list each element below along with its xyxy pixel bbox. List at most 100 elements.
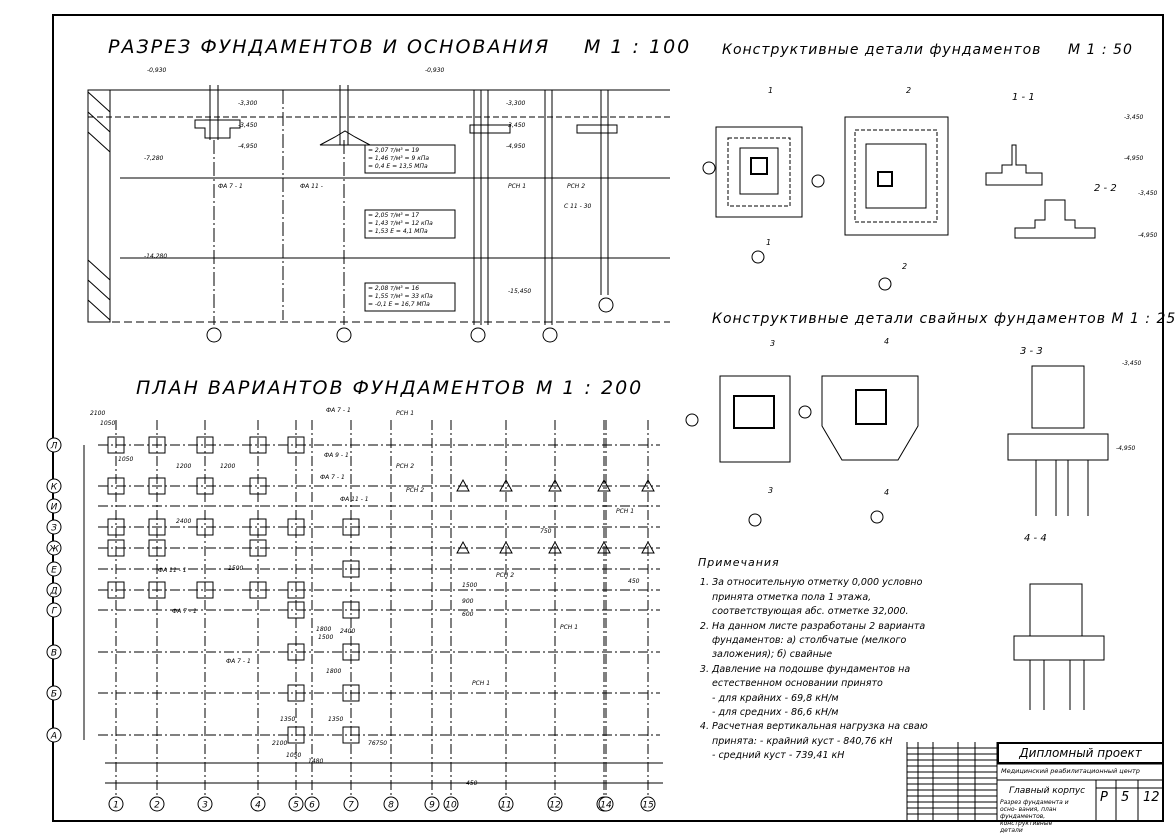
section-drawing (87, 85, 670, 343)
plan-dim-5: 1200 (220, 463, 236, 470)
col-axis-marker: 10 (443, 796, 459, 812)
note-item: Расчетная вертикальная нагрузка на сваю … (712, 720, 968, 763)
plan-dim-8: 1500 (318, 634, 334, 641)
section-elev-2: -0,930 (425, 67, 445, 74)
plan-dim-1: 2100 (90, 410, 106, 417)
section-elev-3: -3,300 (238, 100, 258, 107)
note-1-line-1: За относительную отметку 0,000 условно (712, 577, 923, 589)
plan-mark-10: РСН 2 (406, 487, 425, 494)
svg-text:З: З (51, 524, 57, 534)
plan-dim-2: 1050 (100, 420, 116, 427)
section-elev-1: -0,930 (147, 67, 167, 74)
note-item: За относительную отметку 0,000 условно п… (712, 576, 968, 619)
sheets-total: 12 (1143, 790, 1160, 805)
notes-block: Примечания За относительную отметку 0,00… (698, 556, 968, 764)
plan-dim-21: 1480 (308, 758, 324, 765)
sheet-number: 5 (1121, 790, 1130, 805)
svg-text:6: 6 (309, 801, 315, 811)
svg-text:14: 14 (600, 801, 612, 811)
stage-value: Р (1100, 790, 1108, 805)
svg-text:10: 10 (445, 801, 457, 811)
cut-3-bottom: 3 (768, 486, 774, 495)
note-4-line-2: принята: - крайний куст - 840,76 кН (712, 735, 893, 747)
soil-3-line-1: = 2,08 т/м³ = 16 (368, 285, 420, 292)
soil-2-line-3: = 1,53 E = 4,1 МПа (368, 228, 428, 235)
col-axis-marker: 3 (197, 796, 213, 812)
svg-text:Г: Г (51, 607, 57, 617)
plan-dim-20: 1500 (462, 582, 478, 589)
svg-text:Е: Е (51, 566, 57, 576)
svg-text:1: 1 (113, 801, 119, 811)
cut-4-top: 4 (884, 337, 890, 346)
soil-2-line-1: = 2,05 т/м³ = 17 (368, 212, 420, 219)
project-title: Дипломный проект (997, 742, 1164, 764)
detail-elev-6: -4,950 (1116, 445, 1136, 452)
svg-text:12: 12 (549, 801, 561, 811)
col-axis-marker: 12 (547, 796, 563, 812)
row-axis-marker: З (46, 519, 62, 535)
svg-text:7: 7 (348, 801, 354, 811)
svg-text:Д: Д (49, 587, 57, 597)
plan-dim-17: 900 (462, 598, 474, 605)
note-item: На данном листе разработаны 2 варианта ф… (712, 620, 968, 663)
section-mark-3: РСН 1 (508, 183, 527, 190)
svg-text:А: А (50, 732, 57, 742)
svg-text:Ж: Ж (48, 545, 59, 555)
plan-dim-14: 2100 (272, 740, 288, 747)
detail-elev-2: -4,950 (1124, 155, 1144, 162)
row-axis-marker: Л (46, 437, 62, 453)
cut-4-bottom: 4 (884, 488, 890, 497)
svg-text:И: И (51, 503, 58, 513)
plan-dim-10: 2400 (340, 628, 356, 635)
detail-elev-3: -3,450 (1138, 190, 1158, 197)
plan-dim-18: 600 (462, 611, 474, 618)
svg-text:4: 4 (255, 801, 261, 811)
section-title: РАЗРЕЗ ФУНДАМЕНТОВ И ОСНОВАНИЯ (108, 36, 551, 58)
pile-details-title: Конструктивные детали свайных фундаменто… (712, 311, 1176, 327)
detail-elev-1: -3,450 (1124, 114, 1144, 121)
row-axis-marker: Е (46, 561, 62, 577)
svg-text:9: 9 (429, 801, 435, 811)
svg-text:5: 5 (293, 801, 299, 811)
section-mark-5: С 11 - 30 (564, 203, 592, 210)
plan-mark-5: ФА 7 - 1 (172, 608, 197, 615)
plan-dim-12: 1350 (280, 716, 296, 723)
note-item: Давление на подошве фундаментов на естес… (712, 663, 968, 721)
soil-3-line-3: = -0,1 E = 16,7 МПа (368, 301, 430, 308)
building-name: Главный корпус (1009, 786, 1086, 796)
plan-total-dim: 76750 (368, 740, 388, 747)
section-elev-8: -4,950 (506, 143, 526, 150)
section-elev-10: -14,280 (144, 253, 168, 260)
section-1-1: 1 - 1 (1012, 92, 1035, 103)
plan-mark-8: РСН 1 (396, 410, 415, 417)
detail-pile-foundations (685, 365, 1109, 710)
cut-2-top: 2 (906, 86, 912, 95)
plan-dim-4: 1200 (176, 463, 192, 470)
svg-text:Б: Б (51, 690, 57, 700)
details-title: Конструктивные детали фундаментов (722, 42, 1042, 58)
plan-mark-9: РСН 2 (396, 463, 415, 470)
col-axis-marker: 4 (250, 796, 266, 812)
row-axis-marker: А (46, 727, 62, 743)
project-subtitle: Медицинский реабилитационный центр (1001, 767, 1140, 775)
plan-dim-19: 450 (628, 578, 640, 585)
soil-1-line-3: = 0,4 E = 13,5 МПа (368, 163, 428, 170)
detail-elev-5: -3,450 (1122, 360, 1142, 367)
plan-scale: М 1 : 200 (536, 377, 644, 399)
svg-text:3: 3 (202, 801, 208, 811)
soil-1-line-2: = 1,46 т/м³ = 9 кПа (368, 155, 430, 162)
section-3-3: 3 - 3 (1020, 346, 1043, 357)
notes-title: Примечания (698, 556, 780, 569)
plan-mark-14: РСН 1 (472, 680, 491, 687)
plan-mark-12: РСН 1 (560, 624, 579, 631)
col-axis-marker: 9 (424, 796, 440, 812)
col-axis-marker: 2 (149, 796, 165, 812)
stamp-grid (906, 742, 1164, 822)
svg-text:В: В (51, 649, 57, 659)
plan-dim-11: 1800 (326, 668, 342, 675)
cut-1-top: 1 (768, 86, 774, 95)
row-axis-marker: И (46, 498, 62, 514)
col-axis-marker: 11 (498, 796, 514, 812)
plan-mark-13: РСН 2 (496, 572, 515, 579)
